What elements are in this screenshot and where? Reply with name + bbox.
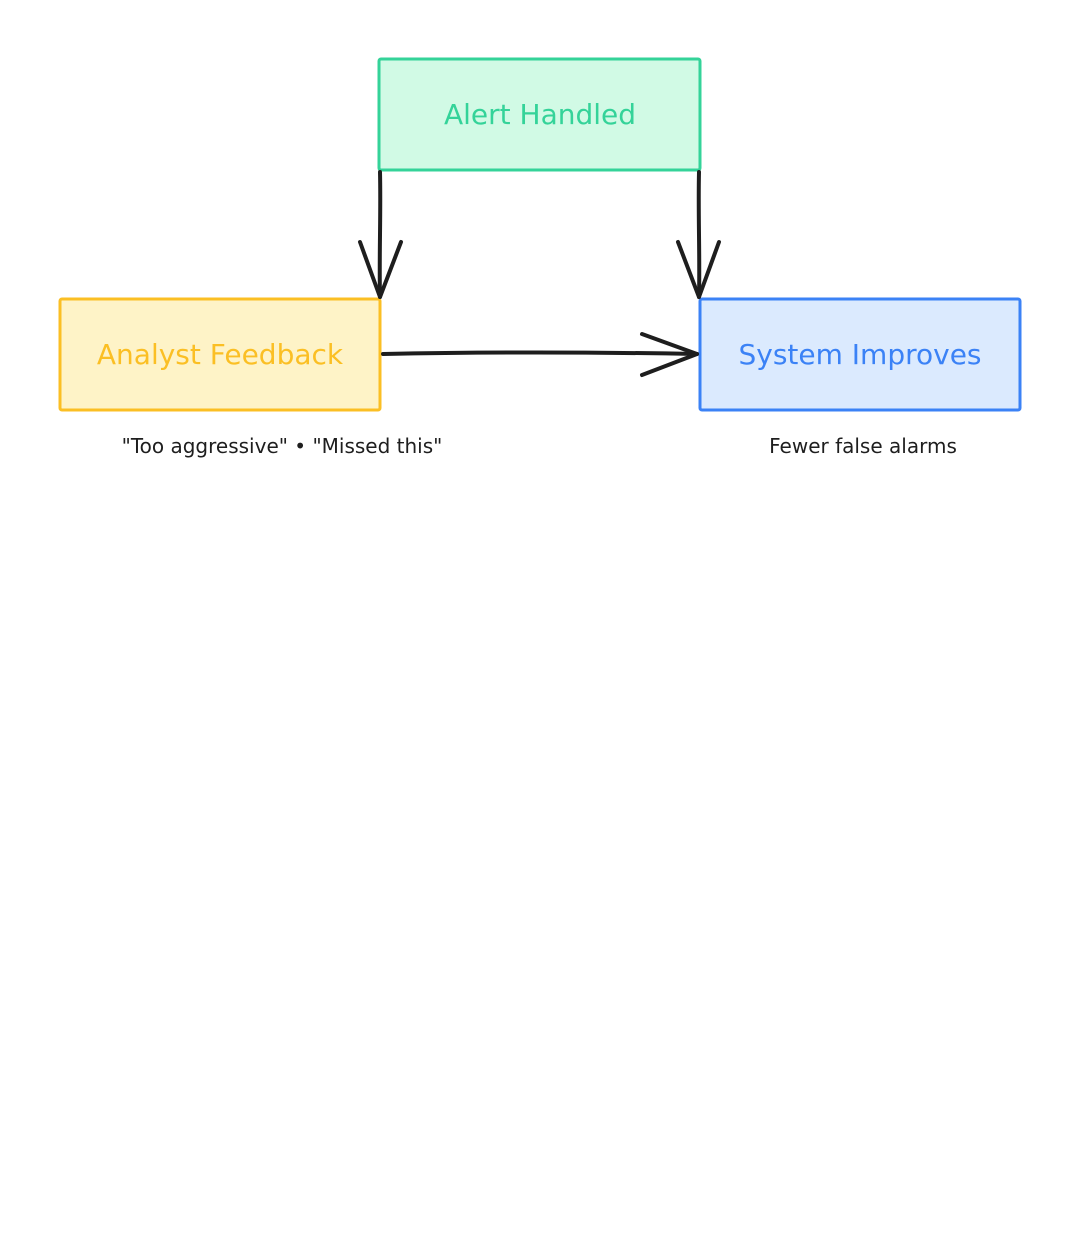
node-analyst-feedback-label: Analyst Feedback <box>97 338 344 371</box>
arrow-alert-to-feedback-shaft <box>377 170 383 299</box>
arrow-alert-to-improves <box>676 170 721 299</box>
node-analyst-feedback-box <box>58 297 382 412</box>
arrow-feedback-to-improves <box>381 332 699 377</box>
improves-note: Fewer false alarms <box>769 434 957 458</box>
arrow-feedback-to-improves-head <box>640 332 699 377</box>
arrow-alert-to-feedback <box>358 170 403 299</box>
node-system-improves-box <box>698 297 1022 412</box>
node-system-improves[interactable]: System Improves <box>698 297 1022 412</box>
node-alert-handled-box <box>377 57 702 172</box>
node-system-improves-label: System Improves <box>738 338 981 371</box>
arrow-feedback-to-improves-shaft <box>381 350 699 356</box>
feedback-note: "Too aggressive" • "Missed this" <box>122 434 443 458</box>
arrow-alert-to-feedback-head <box>358 240 403 299</box>
node-analyst-feedback[interactable]: Analyst Feedback <box>58 297 382 412</box>
node-alert-handled-label: Alert Handled <box>444 98 636 131</box>
arrow-alert-to-improves-head <box>676 240 721 299</box>
node-alert-handled[interactable]: Alert Handled <box>377 57 702 172</box>
arrow-alert-to-improves-shaft <box>696 170 702 299</box>
